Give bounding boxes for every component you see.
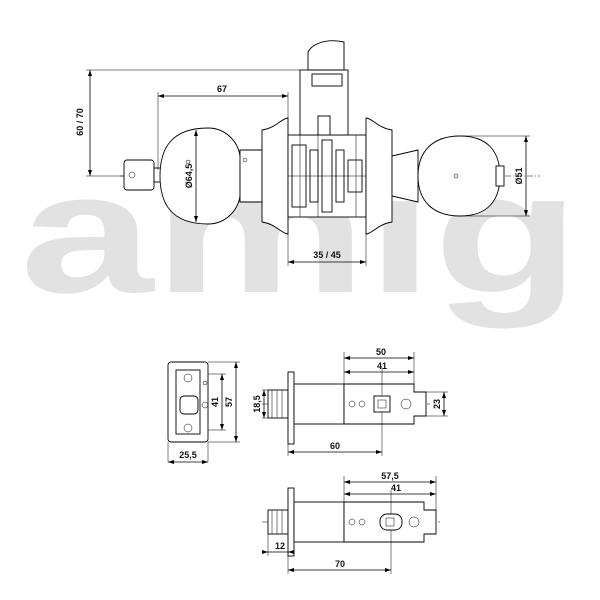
interior-rose: [365, 117, 393, 235]
latch-view-70: 57,5 41 12 70: [262, 471, 440, 574]
dim-label-rose-diameter: Ø51: [514, 167, 524, 184]
dim-label-latch-57-5: 57,5: [381, 471, 399, 481]
dim-label-latch-60: 60: [330, 441, 340, 451]
dim-knob-diameter: Ø64,5: [184, 130, 198, 222]
lock-chassis: [287, 134, 367, 218]
dim-label-door-thickness: 35 / 45: [313, 250, 341, 260]
dim-label-latch-41-a: 41: [377, 361, 387, 371]
latch-housing: [299, 40, 349, 136]
exterior-knob: [159, 127, 263, 225]
dim-label-backset: 60 / 70: [75, 108, 85, 136]
dim-label-latch-18-5: 18,5: [252, 395, 262, 413]
knob-lock-side-view: 60 / 70 67 Ø64,5 35 / 45: [75, 40, 540, 266]
dim-label-latch-12: 12: [275, 541, 285, 551]
latch-view-60: 50 41 18,5 23 60: [252, 347, 448, 456]
dim-label-latch-50: 50: [376, 347, 386, 357]
dim-label-plate-width: 25,5: [179, 450, 197, 460]
face-plate-view: 57 41 25,5: [167, 361, 240, 464]
dim-label-plate-holes: 41: [210, 397, 220, 407]
dim-backset: 60 / 70: [75, 69, 300, 177]
dim-label-knob-diameter: Ø64,5: [184, 164, 194, 189]
dim-door-thickness: 35 / 45: [287, 234, 367, 266]
dim-label-latch-41-b: 41: [391, 483, 401, 493]
dim-label-plate-height: 57: [224, 397, 234, 407]
dim-length: 67: [157, 84, 289, 170]
dim-label-length: 67: [217, 84, 227, 94]
dim-label-latch-23: 23: [432, 399, 442, 409]
dim-label-latch-70: 70: [335, 559, 345, 569]
exterior-rose: [261, 117, 289, 235]
interior-knob: [391, 135, 505, 217]
dim-rose-diameter: Ø51: [460, 135, 530, 217]
key-icon: [123, 159, 163, 191]
